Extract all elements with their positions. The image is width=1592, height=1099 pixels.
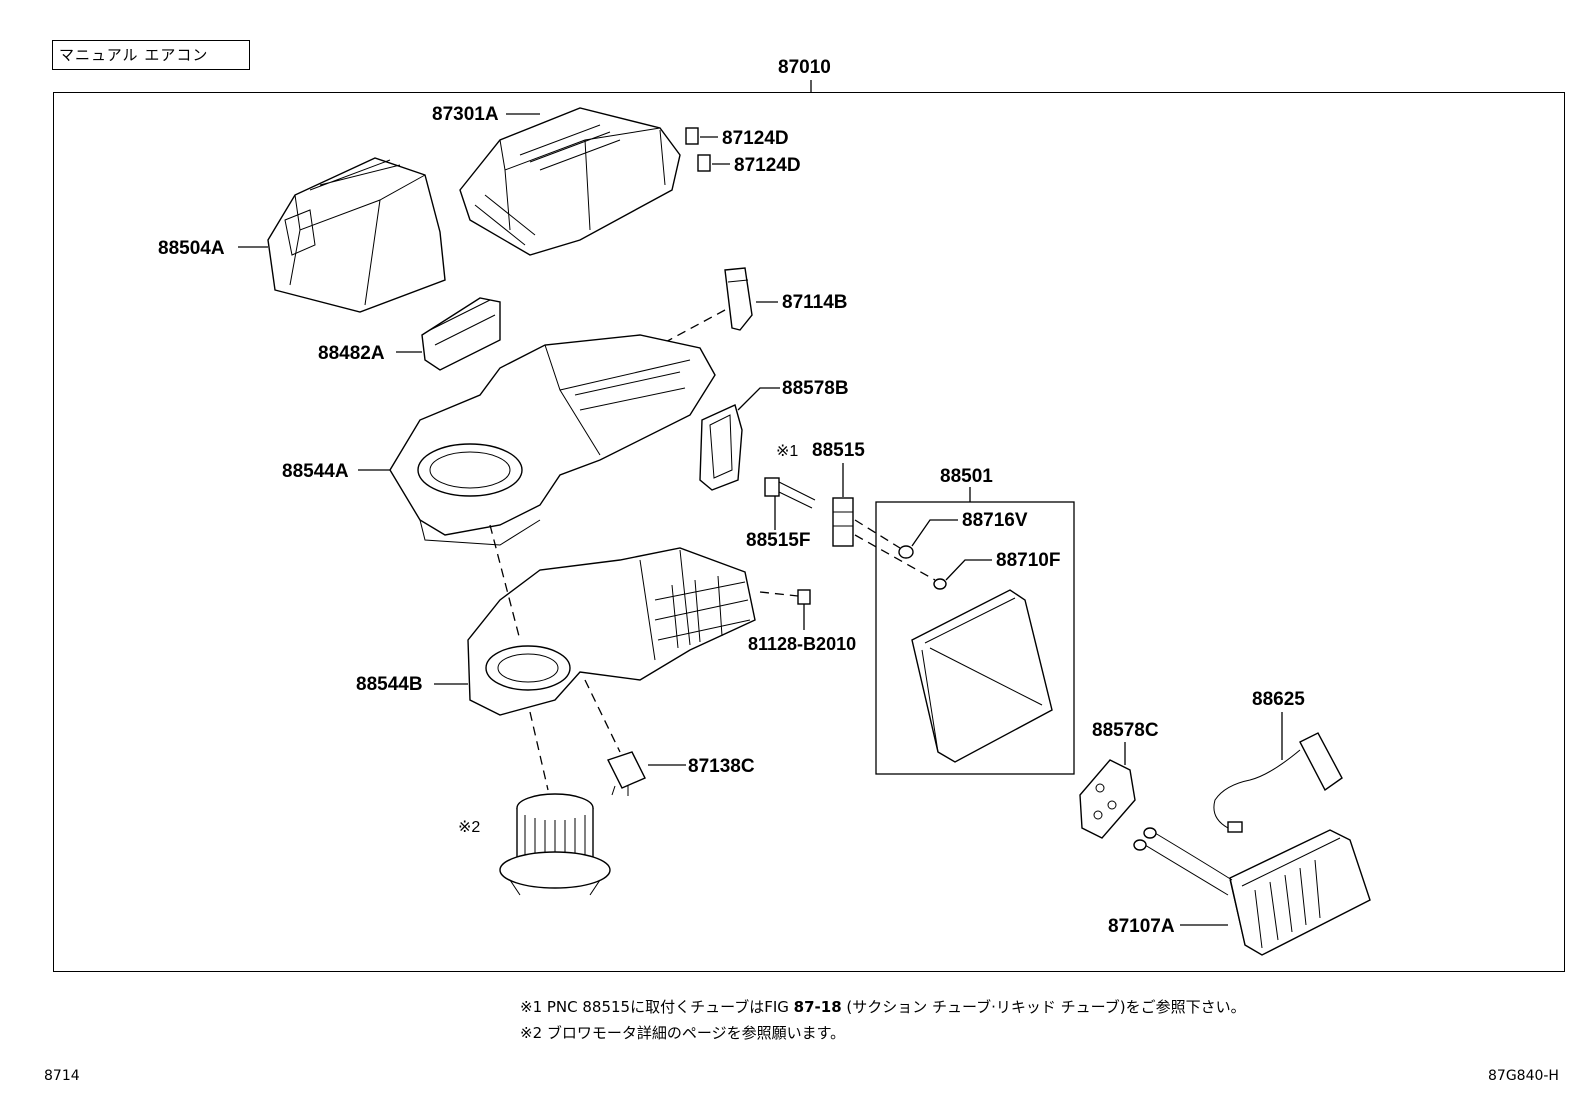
label-88716V[interactable]: 88716V <box>962 510 1028 531</box>
label-88710F[interactable]: 88710F <box>996 550 1060 571</box>
label-88544A[interactable]: 88544A <box>282 461 349 482</box>
footnote-2: ※2 ブロワモータ詳細のページを参照願います。 <box>520 1024 846 1042</box>
intake-case-88504A[interactable] <box>267 157 446 313</box>
mark-88515: ※1 <box>776 443 798 460</box>
label-87138C[interactable]: 87138C <box>688 756 755 777</box>
blower-resistor-87138C[interactable] <box>607 751 646 796</box>
bolt-88515F[interactable] <box>764 477 816 509</box>
o-ring-88710F[interactable] <box>933 578 947 590</box>
o-ring-88716V[interactable] <box>898 545 914 559</box>
label-87107A[interactable]: 87107A <box>1108 916 1175 937</box>
expansion-valve-88515[interactable] <box>832 497 854 547</box>
clip-87124D-b[interactable] <box>697 154 711 172</box>
heater-core-87107A[interactable] <box>1133 827 1371 956</box>
label-88578C[interactable]: 88578C <box>1092 720 1159 741</box>
clip-81128-B2010[interactable] <box>797 589 811 605</box>
label-87124D-a[interactable]: 87124D <box>722 128 789 149</box>
label-87301A[interactable]: 87301A <box>432 104 499 125</box>
label-87124D-b[interactable]: 87124D <box>734 155 801 176</box>
assembly-frame <box>53 92 1565 972</box>
damper-88482A[interactable] <box>421 297 501 371</box>
label-88501[interactable]: 88501 <box>940 466 993 487</box>
label-88625[interactable]: 88625 <box>1252 689 1305 710</box>
footnote-1-fig-link[interactable]: 87-18 <box>793 998 842 1016</box>
footnote-1-suffix: (サクション チューブ·リキッド チューブ)をご参照下さい。 <box>841 998 1246 1016</box>
blower-case-upper-88544A[interactable] <box>389 334 716 546</box>
footnote-1: ※1 PNC 88515に取付くチューブはFIG 87-18 (サクション チュ… <box>520 996 1246 1017</box>
mark-blower-motor: ※2 <box>458 819 480 836</box>
label-87010[interactable]: 87010 <box>778 57 831 78</box>
label-88578B[interactable]: 88578B <box>782 378 849 399</box>
label-87114B[interactable]: 87114B <box>782 292 848 313</box>
label-81128-B2010[interactable]: 81128-B2010 <box>748 634 856 654</box>
gasket-88578C[interactable] <box>1079 759 1136 839</box>
label-88482A[interactable]: 88482A <box>318 343 385 364</box>
variant-tag: マニュアル エアコン <box>52 40 250 70</box>
label-88544B[interactable]: 88544B <box>356 674 423 695</box>
evaporator-core[interactable] <box>911 589 1053 763</box>
figure-code: 87G840-H <box>1488 1068 1559 1084</box>
blower-case-lower-88544B[interactable] <box>467 547 756 716</box>
actuator-87114B[interactable] <box>724 267 753 331</box>
gasket-88578B[interactable] <box>699 404 743 491</box>
label-88515F[interactable]: 88515F <box>746 530 810 551</box>
blower-motor[interactable] <box>499 793 611 896</box>
clip-87124D-a[interactable] <box>685 127 699 145</box>
sensor-88625[interactable] <box>1213 732 1343 833</box>
label-88504A[interactable]: 88504A <box>158 238 225 259</box>
footnote-1-prefix: ※1 PNC 88515に取付くチューブはFIG <box>520 998 794 1016</box>
upper-case-87301A[interactable] <box>459 107 681 256</box>
evaporator-group-box <box>875 501 1075 775</box>
page-code: 8714 <box>44 1068 80 1084</box>
label-88515[interactable]: 88515 <box>812 440 865 461</box>
